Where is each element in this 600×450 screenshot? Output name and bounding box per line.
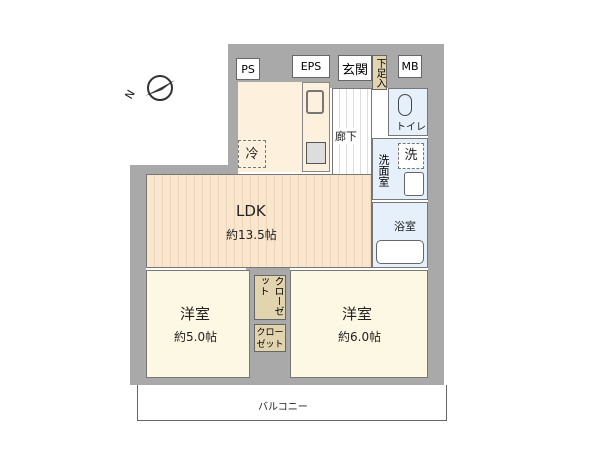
outer-wall xyxy=(130,375,444,385)
refrigerator-label: 冷 xyxy=(238,140,266,168)
toilet-icon xyxy=(398,94,412,116)
bathtub-icon xyxy=(376,240,424,264)
corridor-label: 廊下 xyxy=(335,128,357,144)
outer-wall xyxy=(130,165,238,175)
compass-north-label: N xyxy=(122,87,138,102)
western-room-2-size: 約6.0帖 xyxy=(338,330,382,344)
ldk-name: LDK xyxy=(236,202,266,220)
western-room-1-size: 約5.0帖 xyxy=(174,330,218,344)
ldk-size: 約13.5帖 xyxy=(226,228,277,242)
entrance-label: 玄関 xyxy=(338,55,372,81)
compass-icon xyxy=(140,68,180,108)
western-room-1 xyxy=(146,270,250,378)
western-room-2 xyxy=(290,270,428,378)
mb-label: MB xyxy=(398,55,422,78)
stove-icon xyxy=(306,142,326,164)
closet-2: クローゼット xyxy=(254,324,286,352)
toilet-label: トイレ xyxy=(396,122,426,133)
ps-label: PS xyxy=(236,58,260,80)
bathroom-label: 浴室 xyxy=(394,220,416,233)
balcony-label: バルコニー xyxy=(258,402,308,413)
washbasin-icon xyxy=(404,172,424,196)
sink-icon xyxy=(306,90,324,114)
closet-1: クローゼット xyxy=(254,275,286,320)
ldk-room xyxy=(146,174,372,268)
washer-label: 洗 xyxy=(398,143,424,169)
kitchen-area xyxy=(238,82,302,172)
closet-2-label: クローゼット xyxy=(256,328,284,350)
eps-label: EPS xyxy=(292,55,330,78)
western-room-2-name: 洋室 xyxy=(342,305,373,323)
shoe-storage: 下足入 xyxy=(372,55,387,90)
outer-wall xyxy=(130,165,146,385)
outer-wall xyxy=(228,44,238,174)
washroom-label: 洗面室 xyxy=(377,153,390,187)
outer-wall xyxy=(428,44,444,385)
western-room-1-name: 洋室 xyxy=(180,305,211,323)
balcony xyxy=(137,385,447,421)
